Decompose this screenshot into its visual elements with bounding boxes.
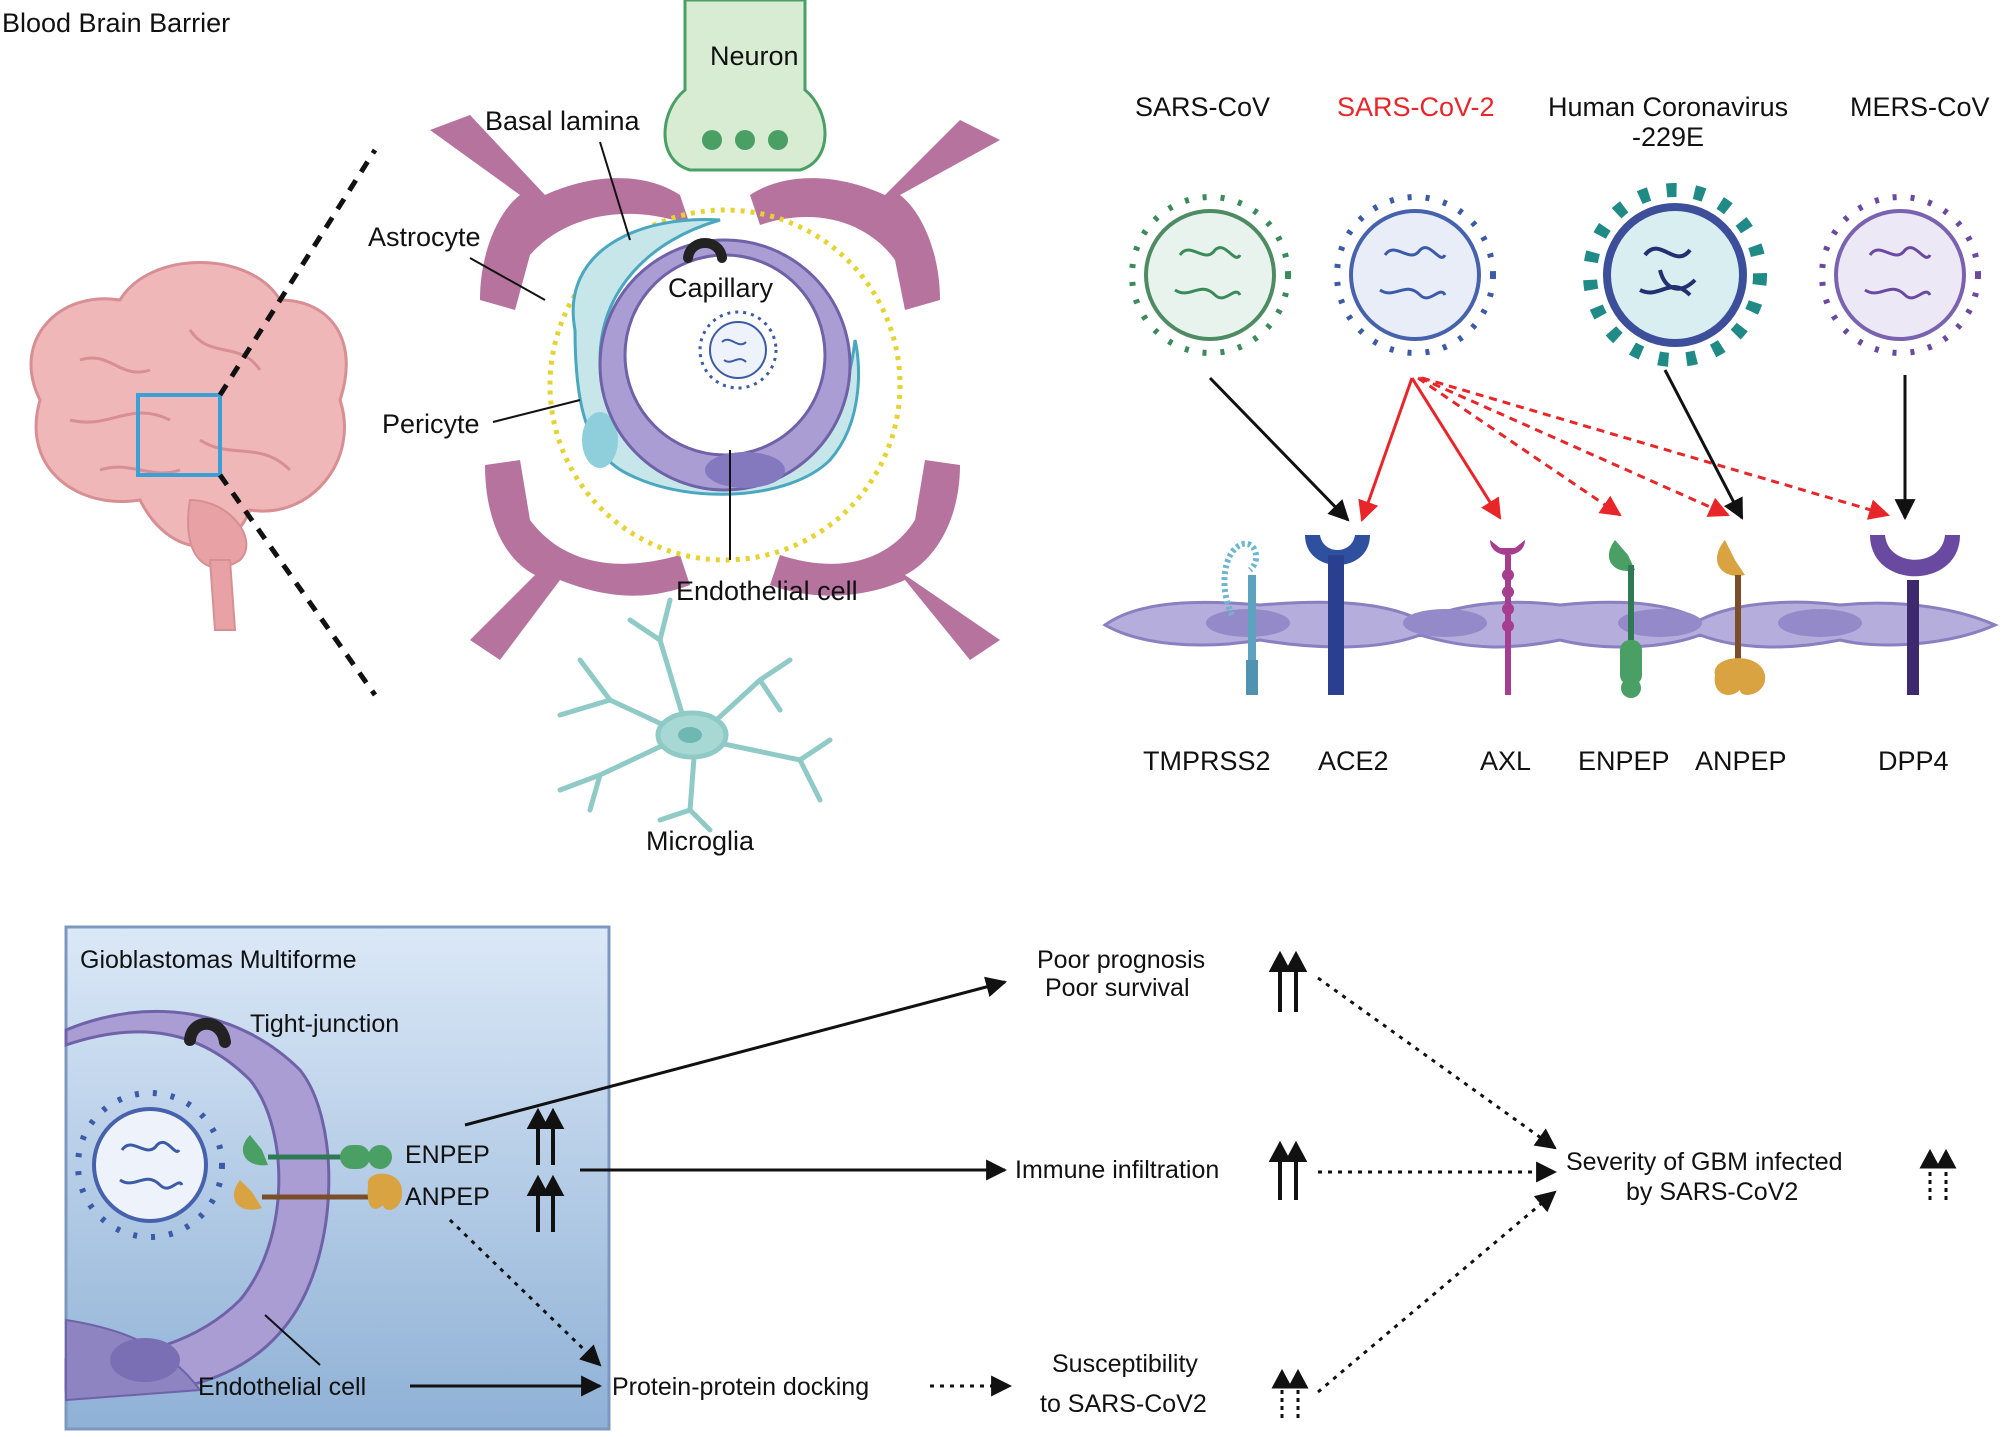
gbm-virus-core xyxy=(92,1107,208,1223)
virus-label-sars-cov: SARS-CoV xyxy=(1135,92,1270,122)
bbb-title: Blood Brain Barrier xyxy=(2,8,230,38)
label-endothelial-cell: Endothelial cell xyxy=(676,576,858,606)
brain-illustration xyxy=(29,261,348,631)
poor-prognosis-line1: Poor prognosis xyxy=(1037,946,1205,974)
gbm-title: Gioblastomas Multiforme xyxy=(80,946,356,974)
pericyte-nucleus xyxy=(582,412,618,468)
arrow-sars-cov-ace2 xyxy=(1208,376,1350,522)
immune-infiltration-label: Immune infiltration xyxy=(1015,1156,1219,1184)
severity-line1: Severity of GBM infected xyxy=(1566,1148,1843,1176)
gbm-anpep-label: ANPEP xyxy=(405,1183,490,1211)
receptor-axl xyxy=(1490,540,1525,695)
capillary-virus xyxy=(698,310,778,390)
receptor-tmprss2 xyxy=(1221,540,1260,695)
virus-label-hcov-229e-line2: -229E xyxy=(1632,122,1704,152)
virus-receptor-arrows xyxy=(1208,369,1916,522)
receptor-label-ace2: ACE2 xyxy=(1318,746,1389,776)
leader-basal-lamina xyxy=(599,141,631,241)
receptor-label-axl: AXL xyxy=(1480,746,1531,776)
virus-label-mers-cov: MERS-CoV xyxy=(1850,92,1990,122)
up-arrows-prognosis xyxy=(1268,950,1308,1012)
zoom-line-bottom xyxy=(217,473,378,697)
arrow-to-poor-prognosis xyxy=(464,976,1008,1127)
susceptibility-line1: Susceptibility xyxy=(1052,1350,1198,1378)
leader-astrocyte xyxy=(469,257,546,301)
receptor-label-tmprss2: TMPRSS2 xyxy=(1143,746,1271,776)
docking-label: Protein-protein docking xyxy=(612,1373,869,1401)
severity-line2: by SARS-CoV2 xyxy=(1626,1178,1798,1206)
tight-junction-mark xyxy=(683,238,727,263)
neuron xyxy=(663,0,827,172)
receptor-label-dpp4: DPP4 xyxy=(1878,746,1949,776)
label-microglia: Microglia xyxy=(646,826,755,856)
virus-hcov-229e xyxy=(1583,183,1767,367)
gbm-tight-junction-label: Tight-junction xyxy=(250,1010,399,1038)
arrow-sars2-anpep xyxy=(1419,376,1730,517)
arrow-sars2-enpep xyxy=(1417,376,1622,517)
up-arrows-severity xyxy=(1919,1148,1957,1200)
arrow-susceptibility-to-severity xyxy=(1317,1190,1557,1394)
receptor-enpep xyxy=(1608,540,1642,698)
label-astrocyte: Astrocyte xyxy=(368,222,481,252)
up-arrows-anpep xyxy=(526,1174,565,1232)
arrow-hcov-anpep xyxy=(1663,369,1744,520)
receptor-ace2 xyxy=(1305,535,1370,695)
microglia xyxy=(557,597,833,833)
arrow-sars2-ace2 xyxy=(1358,377,1414,522)
up-arrows-immune xyxy=(1268,1140,1308,1200)
arrow-prognosis-to-severity xyxy=(1317,976,1557,1150)
virus-sars-cov xyxy=(1129,194,1291,356)
virus-label-hcov-229e-line1: Human Coronavirus xyxy=(1548,92,1788,122)
arrow-to-docking xyxy=(448,1218,602,1367)
gbm-virus-spikes xyxy=(75,1090,225,1240)
arrow-sars2-axl xyxy=(1410,377,1502,520)
gbm-tight-junction-mark xyxy=(184,1017,231,1048)
receptor-membrane xyxy=(1102,600,1999,649)
gbm-panel: Gioblastomas Multiforme Tight-junction E… xyxy=(64,925,611,1431)
leader-pericyte xyxy=(492,399,581,423)
endothelial-nucleus xyxy=(705,452,785,488)
susceptibility-line2: to SARS-CoV2 xyxy=(1040,1390,1207,1418)
receptor-label-enpep: ENPEP xyxy=(1578,746,1670,776)
zoom-box xyxy=(136,393,222,477)
gbm-leader-endothelial xyxy=(264,1314,321,1366)
virus-label-sars-cov-2: SARS-CoV-2 xyxy=(1337,92,1495,122)
receptor-anpep xyxy=(1714,540,1766,695)
arrow-sars2-dpp4 xyxy=(1421,376,1891,520)
virus-mers-cov xyxy=(1819,194,1981,356)
basal-lamina-ring xyxy=(547,207,903,563)
virus-sars-cov-2 xyxy=(1334,194,1496,356)
poor-prognosis-line2: Poor survival xyxy=(1045,974,1190,1002)
astrocyte-endfeet xyxy=(430,115,1000,660)
label-capillary: Capillary xyxy=(668,273,774,303)
label-pericyte: Pericyte xyxy=(382,409,480,439)
label-basal-lamina: Basal lamina xyxy=(485,106,641,136)
receptor-label-anpep: ANPEP xyxy=(1695,746,1787,776)
up-arrows-susceptibility xyxy=(1271,1368,1309,1418)
receptor-labels: TMPRSS2 ACE2 AXL ENPEP ANPEP DPP4 xyxy=(1143,746,1949,776)
gbm-endothelial-label: Endothelial cell xyxy=(198,1373,366,1401)
zoom-line-top xyxy=(217,148,378,397)
up-arrows-enpep xyxy=(526,1107,565,1165)
label-neuron: Neuron xyxy=(710,41,799,71)
receptor-dpp4 xyxy=(1870,535,1960,695)
gbm-enpep-label: ENPEP xyxy=(405,1141,490,1169)
virus-labels: SARS-CoV SARS-CoV-2 Human Coronavirus -2… xyxy=(1135,92,1990,152)
